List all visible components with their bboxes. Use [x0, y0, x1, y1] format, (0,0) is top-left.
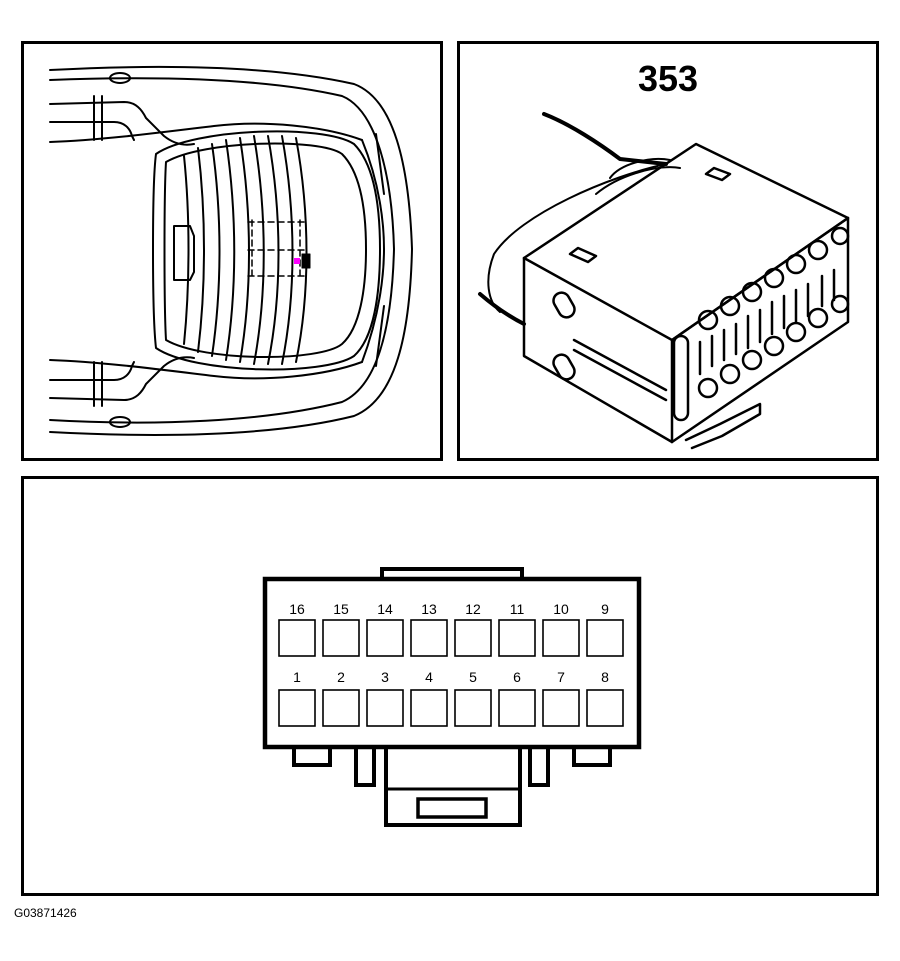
pin-cavity-13: [410, 619, 448, 657]
location-marker: [294, 258, 300, 264]
pin-label-12: 12: [465, 601, 481, 617]
pin-cavity-9: [586, 619, 624, 657]
pin-label-9: 9: [601, 601, 609, 617]
pin-cavity-5: [454, 689, 492, 727]
pin-label-10: 10: [553, 601, 569, 617]
pin-label-1: 1: [293, 669, 301, 685]
vehicle-overview-panel: [21, 41, 443, 461]
pin-cavity-1: [278, 689, 316, 727]
pin-row-top: 16 15 14 13 12 11 10 9: [278, 601, 624, 657]
pin-cavity-12: [454, 619, 492, 657]
pin-label-8: 8: [601, 669, 609, 685]
pin-cavity-2: [322, 689, 360, 727]
connector-3d-panel: 353: [457, 41, 879, 461]
pin-label-4: 4: [425, 669, 433, 685]
pin-cavity-7: [542, 689, 580, 727]
pin-label-16: 16: [289, 601, 305, 617]
pin-label-13: 13: [421, 601, 437, 617]
pin-label-14: 14: [377, 601, 393, 617]
pin-cavity-15: [322, 619, 360, 657]
pin-cavity-3: [366, 689, 404, 727]
connector-number-label: 353: [637, 58, 699, 99]
pin-cavity-6: [498, 689, 536, 727]
pin-label-6: 6: [513, 669, 521, 685]
figure-id-label: G03871426: [14, 906, 77, 920]
pin-label-11: 11: [510, 601, 525, 617]
pin-cavity-14: [366, 619, 404, 657]
pin-cavity-11: [498, 619, 536, 657]
pin-label-2: 2: [337, 669, 345, 685]
pin-cavity-16: [278, 619, 316, 657]
connector-3d-drawing: [478, 112, 850, 450]
pin-cavity-10: [542, 619, 580, 657]
pin-label-5: 5: [469, 669, 477, 685]
vehicle-top-view-drawing: [49, 65, 413, 436]
pin-row-bottom: 1 2 3 4 5 6 7 8: [278, 669, 624, 727]
pin-label-3: 3: [381, 669, 389, 685]
pin-cavity-4: [410, 689, 448, 727]
pin-label-15: 15: [333, 601, 349, 617]
pin-label-7: 7: [557, 669, 565, 685]
pin-cavity-8: [586, 689, 624, 727]
